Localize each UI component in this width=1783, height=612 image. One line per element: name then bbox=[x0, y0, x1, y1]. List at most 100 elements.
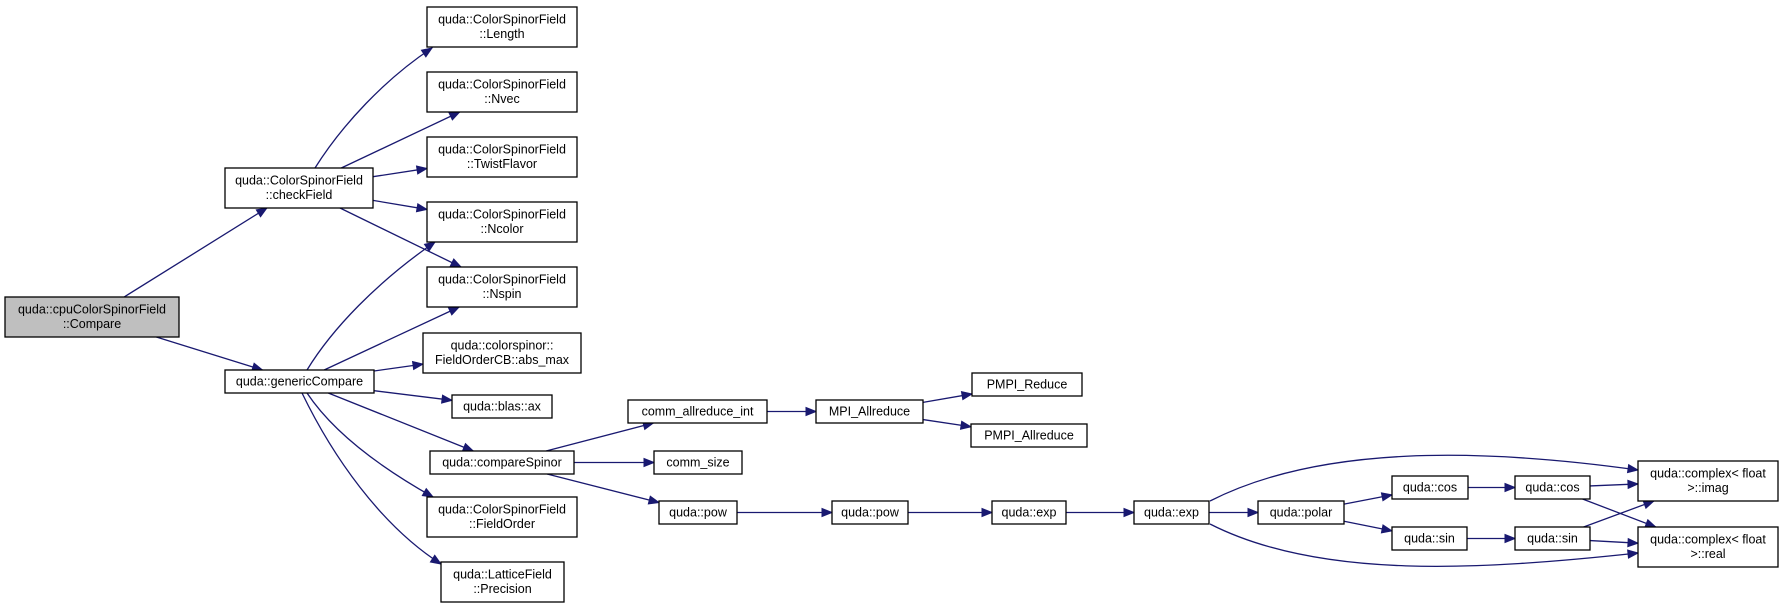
edge-compareSpinor-to-commAllreduceInt bbox=[545, 422, 654, 452]
edge-genericCompare-to-compareSpinor bbox=[328, 392, 474, 452]
edge-exp2-to-imag-arrowhead bbox=[1626, 463, 1640, 474]
edge-genericCompare-to-blasAx-arrowhead bbox=[440, 394, 454, 404]
node-label: ::Nspin bbox=[483, 287, 522, 301]
edge-genericCompare-to-ncolor-arrowhead bbox=[423, 241, 437, 252]
edge-commAllreduceInt-to-mpiAllreduce-arrowhead bbox=[805, 406, 818, 417]
node-checkField[interactable]: quda::ColorSpinorField::checkField bbox=[224, 167, 374, 209]
node-fieldOrder[interactable]: quda::ColorSpinorField::FieldOrder bbox=[426, 496, 578, 538]
edge-root-to-checkField bbox=[123, 207, 268, 298]
node-precision[interactable]: quda::LatticeField::Precision bbox=[440, 561, 565, 603]
edge-checkField-to-nvec bbox=[341, 111, 460, 169]
node-nvec[interactable]: quda::ColorSpinorField::Nvec bbox=[426, 71, 578, 113]
node-label: FieldOrderCB::abs_max bbox=[435, 353, 570, 367]
node-exp1[interactable]: quda::exp bbox=[991, 500, 1067, 525]
edge-checkField-to-length-arrowhead bbox=[420, 47, 434, 58]
node-label: quda::sin bbox=[1404, 531, 1455, 545]
node-label: quda::blas::ax bbox=[463, 399, 542, 413]
node-label: ::TwistFlavor bbox=[467, 157, 537, 171]
edge-exp2-to-polar-arrowhead bbox=[1247, 507, 1260, 518]
node-box bbox=[426, 496, 578, 538]
node-pmpiReduce[interactable]: PMPI_Reduce bbox=[971, 372, 1083, 397]
node-twistFlavor[interactable]: quda::ColorSpinorField::TwistFlavor bbox=[426, 136, 578, 178]
node-sin1[interactable]: quda::sin bbox=[1391, 526, 1468, 551]
edge-genericCompare-to-precision bbox=[301, 392, 442, 565]
node-absMax[interactable]: quda::colorspinor::FieldOrderCB::abs_max bbox=[422, 332, 582, 374]
node-label: >::real bbox=[1690, 547, 1725, 561]
node-label: quda::pow bbox=[841, 505, 900, 519]
node-box bbox=[426, 136, 578, 178]
node-box bbox=[440, 561, 565, 603]
edge-compareSpinor-to-commSize-arrowhead bbox=[643, 457, 656, 468]
node-commSize[interactable]: comm_size bbox=[653, 450, 743, 475]
node-label: ::Compare bbox=[63, 317, 121, 331]
node-box bbox=[422, 332, 582, 374]
node-blasAx[interactable]: quda::blas::ax bbox=[451, 394, 553, 419]
node-label: comm_allreduce_int bbox=[642, 404, 754, 418]
node-box bbox=[658, 500, 738, 525]
node-box bbox=[653, 450, 743, 475]
node-label: ::Precision bbox=[473, 582, 531, 596]
node-label: quda::pow bbox=[669, 505, 728, 519]
edges-layer bbox=[123, 47, 1657, 567]
edge-compareSpinor-to-pow1 bbox=[546, 473, 660, 504]
node-exp2[interactable]: quda::exp bbox=[1133, 500, 1210, 525]
edge-checkField-to-nspin bbox=[339, 207, 462, 268]
node-box bbox=[426, 6, 578, 48]
node-label: quda::polar bbox=[1270, 505, 1333, 519]
node-compareSpinor[interactable]: quda::compareSpinor bbox=[429, 450, 575, 475]
node-label: quda::ColorSpinorField bbox=[438, 273, 566, 287]
node-nspin[interactable]: quda::ColorSpinorField::Nspin bbox=[426, 266, 578, 308]
node-mpiAllreduce[interactable]: MPI_Allreduce bbox=[815, 399, 924, 424]
node-label: quda::exp bbox=[1002, 505, 1057, 519]
edge-checkField-to-nvec-arrowhead bbox=[448, 111, 461, 121]
node-pmpiAllreduce[interactable]: PMPI_Allreduce bbox=[970, 423, 1088, 448]
edge-cos2-to-real bbox=[1582, 498, 1656, 528]
node-cos2[interactable]: quda::cos bbox=[1514, 475, 1591, 500]
node-box bbox=[426, 266, 578, 308]
edge-sin2-to-real-arrowhead bbox=[1627, 537, 1640, 548]
edge-polar-to-sin1-arrowhead bbox=[1380, 524, 1394, 534]
node-root[interactable]: quda::cpuColorSpinorField::Compare bbox=[4, 296, 180, 338]
node-pow1[interactable]: quda::pow bbox=[658, 500, 738, 525]
node-box bbox=[429, 450, 575, 475]
edge-exp2-to-real-arrowhead bbox=[1627, 549, 1640, 559]
node-commAllreduceInt[interactable]: comm_allreduce_int bbox=[627, 399, 768, 424]
node-sin2[interactable]: quda::sin bbox=[1514, 526, 1591, 551]
node-box bbox=[1391, 475, 1469, 500]
node-box bbox=[451, 394, 553, 419]
node-label: ::Length bbox=[479, 27, 524, 41]
node-box bbox=[224, 369, 375, 394]
node-label: quda::ColorSpinorField bbox=[438, 143, 566, 157]
edge-pow1-to-pow2-arrowhead bbox=[821, 507, 834, 518]
node-pow2[interactable]: quda::pow bbox=[831, 500, 909, 525]
node-ncolor[interactable]: quda::ColorSpinorField::Ncolor bbox=[426, 201, 578, 243]
node-label: quda::ColorSpinorField bbox=[438, 78, 566, 92]
node-cos1[interactable]: quda::cos bbox=[1391, 475, 1469, 500]
node-polar[interactable]: quda::polar bbox=[1257, 500, 1345, 525]
edge-genericCompare-to-fieldOrder-arrowhead bbox=[421, 487, 435, 498]
node-label: quda::ColorSpinorField bbox=[235, 174, 363, 188]
node-label: PMPI_Allreduce bbox=[984, 428, 1074, 442]
node-label: quda::ColorSpinorField bbox=[438, 13, 566, 27]
node-label: quda::ColorSpinorField bbox=[438, 503, 566, 517]
edge-checkField-to-nspin-arrowhead bbox=[449, 258, 463, 268]
node-imag[interactable]: quda::complex< float>::imag bbox=[1637, 460, 1779, 502]
node-label: MPI_Allreduce bbox=[829, 404, 910, 418]
node-genericCompare[interactable]: quda::genericCompare bbox=[224, 369, 375, 394]
node-box bbox=[971, 372, 1083, 397]
edge-genericCompare-to-precision-arrowhead bbox=[429, 554, 443, 565]
node-label: quda::exp bbox=[1144, 505, 1199, 519]
edge-compareSpinor-to-pow1-arrowhead bbox=[647, 495, 661, 505]
node-label: quda::ColorSpinorField bbox=[438, 208, 566, 222]
node-real[interactable]: quda::complex< float>::real bbox=[1637, 526, 1779, 568]
node-box bbox=[1637, 526, 1779, 568]
node-label: quda::cos bbox=[1525, 480, 1579, 494]
edge-exp1-to-exp2-arrowhead bbox=[1123, 507, 1136, 518]
edge-mpiAllreduce-to-pmpiAllreduce-arrowhead bbox=[959, 420, 973, 430]
node-length[interactable]: quda::ColorSpinorField::Length bbox=[426, 6, 578, 48]
edge-root-to-checkField-arrowhead bbox=[255, 207, 269, 218]
edge-genericCompare-to-blasAx bbox=[373, 390, 453, 401]
edge-cos2-to-imag-arrowhead bbox=[1627, 479, 1640, 490]
node-box bbox=[224, 167, 374, 209]
